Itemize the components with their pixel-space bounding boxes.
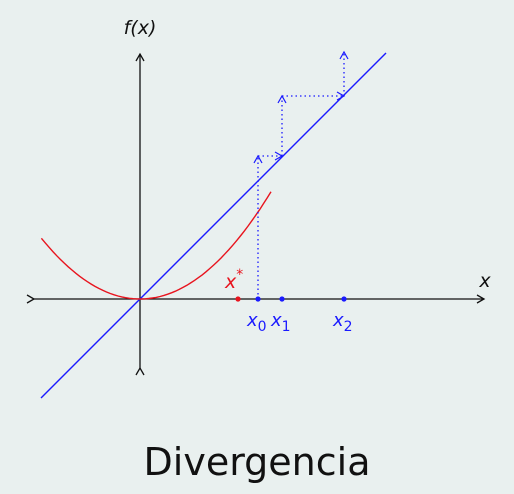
function-curve	[40, 191, 272, 300]
y-axis-label: f(x)	[124, 17, 157, 39]
x0-marker	[255, 296, 261, 302]
x1-marker	[279, 296, 285, 302]
x-axis-label: x	[478, 270, 491, 292]
cobweb-path	[253, 50, 349, 299]
x2-label: x2	[332, 310, 353, 335]
identity-line	[40, 52, 387, 399]
diagram-caption: Divergencia	[143, 440, 371, 484]
fixed-point-label: x*	[224, 267, 243, 293]
fixed-point-marker	[235, 296, 241, 302]
x0-label: x0	[246, 310, 267, 335]
x1-label: x1	[270, 310, 291, 335]
x2-marker	[341, 296, 347, 302]
